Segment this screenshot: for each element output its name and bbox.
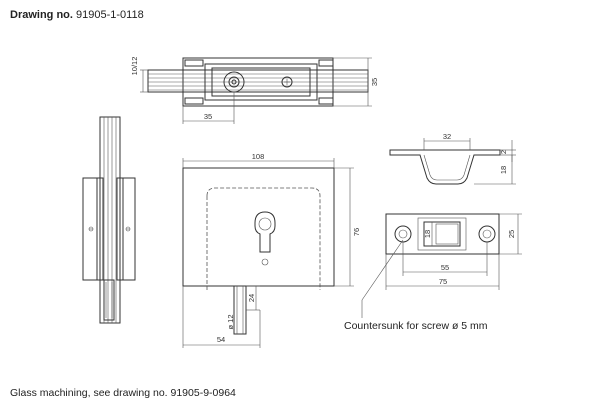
front-plate [182,167,335,287]
housing [204,63,318,101]
dim-plate-55: 55 [441,263,449,272]
countersunk-note: Countersunk for screw ø 5 mm [344,320,488,332]
dim-plate-25: 25 [507,230,516,238]
side-view [82,116,136,324]
keeper-profile [389,149,501,185]
dim-keeper-32: 32 [443,132,451,141]
clamp-left [82,177,101,281]
glass-outline [206,187,321,290]
dim-plate-18: 18 [423,230,432,238]
countersunk-hole-right-icon [478,225,496,243]
screw-icon [281,76,293,88]
keeper-view: 32 2 18 [389,132,516,185]
dim-top-offset-35: 35 [204,112,212,121]
drawing-number: Drawing no. 91905-1-0118 [10,9,144,21]
drawing-number-value: 91905-1-0118 [76,9,144,21]
front-view: 108 76 24 ø 12 54 [182,152,361,348]
dim-plate-75: 75 [439,277,447,286]
strike-slot [423,221,461,247]
dim-top-10-12: 10/12 [130,57,139,76]
clamp-right [119,177,136,281]
drawing-number-label: Drawing no. [10,9,73,21]
dim-keeper-2: 2 [499,150,508,154]
dim-top-35: 35 [370,78,379,86]
top-view: 35 10/12 35 [130,57,379,124]
strike-plate-view: 18 25 55 75 [361,213,522,318]
countersunk-leader [361,239,404,301]
strike-plate [385,213,500,255]
keyhole-icon [254,211,276,253]
dim-108: 108 [252,152,265,161]
dim-54: 54 [217,335,225,344]
dim-24: 24 [247,294,256,302]
dim-dia-12: ø 12 [226,314,235,329]
bolt-cylinder [233,285,247,335]
countersunk-hole-left-icon [394,225,412,243]
dim-keeper-18: 18 [499,166,508,174]
footer-note: Glass machining, see drawing no. 91905-9… [10,387,236,399]
glass-strip [147,69,369,93]
dim-76: 76 [352,228,361,236]
